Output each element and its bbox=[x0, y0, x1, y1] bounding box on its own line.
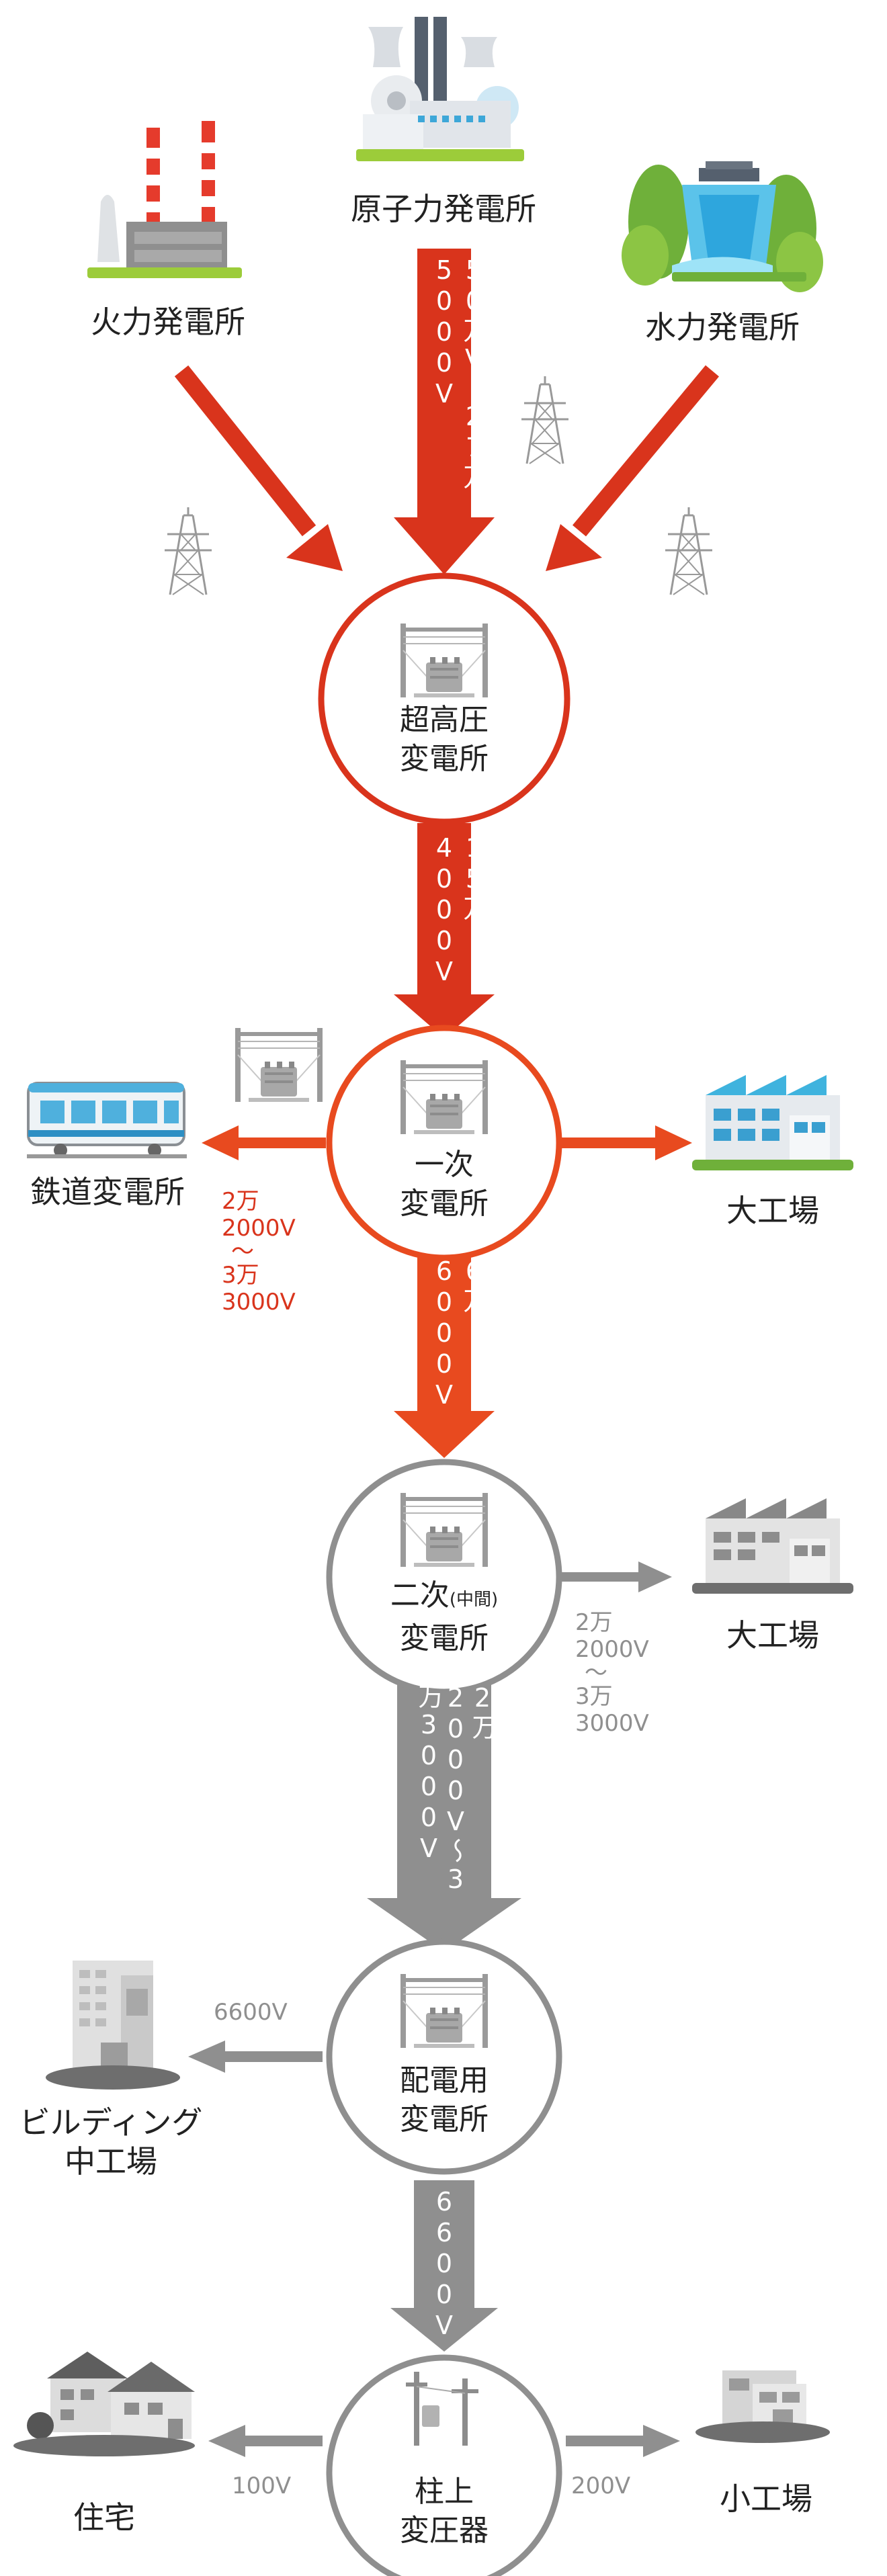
nuclear-plant-icon bbox=[356, 17, 524, 161]
hydro-plant-label: 水力発電所 bbox=[645, 309, 800, 345]
arrow-ultra-to-primary bbox=[394, 823, 495, 1038]
node-label-line1: 一次 bbox=[415, 1148, 474, 1182]
voltage-line: 2万 bbox=[222, 1188, 259, 1215]
secondary-substation-label: 二次(中間) 変電所 bbox=[349, 1576, 539, 1658]
primary-substation-label: 一次 変電所 bbox=[349, 1146, 539, 1223]
distribution-substation-label: 配電用 変電所 bbox=[349, 2061, 539, 2139]
large-factory-label-2: 大工場 bbox=[726, 1617, 819, 1654]
substation-icon bbox=[235, 1027, 323, 1103]
node-label-line2: 変圧器 bbox=[400, 2514, 489, 2548]
voltage-line: 〜 bbox=[231, 1238, 254, 1265]
arrow-hydro-to-ultra bbox=[546, 365, 719, 571]
voltage-label-main-4: 2万2000V〜3万3000V bbox=[414, 1683, 497, 1895]
voltage-line: 2000V bbox=[575, 1636, 649, 1663]
node-label-line2: 変電所 bbox=[400, 1621, 489, 1656]
transmission-tower-icon bbox=[520, 375, 570, 465]
transmission-tower-icon bbox=[163, 506, 213, 596]
large-factory-colored-icon bbox=[692, 1075, 853, 1170]
node-label-sub: (中間) bbox=[449, 1590, 499, 1610]
voltage-line: 3万 bbox=[222, 1262, 259, 1289]
small-factory-icon bbox=[695, 2370, 830, 2443]
voltage-line: 3万 bbox=[575, 1683, 613, 1710]
large-factory-gray-icon bbox=[692, 1498, 853, 1594]
factory-2-voltage-label: 2万 2000V 〜 3万 3000V bbox=[575, 1609, 649, 1737]
house-icon bbox=[13, 2352, 195, 2456]
arrow-nuclear-to-ultra bbox=[394, 249, 495, 574]
node-label-line2: 変電所 bbox=[400, 742, 489, 776]
secondary-substation-circle bbox=[326, 1459, 562, 1695]
node-label-main: 二次 bbox=[390, 1578, 450, 1613]
ultra-high-substation-label: 超高圧 変電所 bbox=[349, 701, 539, 779]
thermal-plant-label: 火力発電所 bbox=[91, 304, 245, 340]
primary-substation-circle bbox=[326, 1025, 562, 1261]
arrow-secondary-to-large-factory bbox=[559, 1561, 672, 1592]
house-label: 住宅 bbox=[73, 2499, 135, 2536]
thermal-plant-icon bbox=[87, 121, 242, 278]
voltage-label-main-1: 50万V〜27万5000V bbox=[429, 255, 489, 490]
pole-transformer-circle bbox=[326, 2354, 562, 2576]
building-label: ビルディング 中工場 bbox=[0, 2103, 222, 2181]
voltage-line: 〜 bbox=[585, 1660, 607, 1686]
node-label-line2: 変電所 bbox=[400, 1187, 489, 1221]
railway-substation-label: 鉄道変電所 bbox=[30, 1174, 185, 1210]
arrow-primary-to-secondary bbox=[394, 1246, 495, 1458]
distribution-substation-circle bbox=[326, 1938, 562, 2175]
node-label-line2: 変電所 bbox=[400, 2102, 489, 2137]
voltage-label-main-5: 6600V bbox=[429, 2187, 459, 2342]
nuclear-plant-label: 原子力発電所 bbox=[351, 191, 536, 227]
building-voltage-label: 6600V bbox=[214, 1999, 288, 2026]
small-factory-label: 小工場 bbox=[720, 2481, 812, 2517]
arrow-pole-to-house bbox=[208, 2425, 323, 2457]
house-voltage-label: 100V bbox=[232, 2473, 292, 2499]
arrow-thermal-to-ultra bbox=[174, 365, 343, 571]
train-icon bbox=[27, 1082, 187, 1158]
hydro-plant-icon bbox=[622, 161, 823, 292]
arrow-secondary-to-distribution bbox=[367, 1670, 521, 1952]
pole-transformer-label: 柱上 変圧器 bbox=[349, 2473, 539, 2550]
ultra-high-substation-circle bbox=[318, 572, 571, 825]
arrow-distribution-to-building bbox=[188, 2041, 323, 2073]
voltage-label-main-3: 6万6000V bbox=[429, 1256, 489, 1411]
node-label-line1: 超高圧 bbox=[400, 703, 489, 737]
voltage-line: 3000V bbox=[222, 1289, 296, 1316]
building-label-line2: 中工場 bbox=[65, 2143, 157, 2180]
arrow-primary-to-railway bbox=[202, 1125, 326, 1160]
large-factory-label-1: 大工場 bbox=[726, 1193, 819, 1229]
utility-pole-icon bbox=[406, 2372, 478, 2446]
railway-voltage-label: 2万 2000V 〜 3万 3000V bbox=[222, 1188, 296, 1316]
building-label-line1: ビルディング bbox=[19, 2104, 203, 2141]
voltage-line: 2000V bbox=[222, 1215, 296, 1242]
building-icon bbox=[46, 1961, 180, 2090]
small-factory-voltage-label: 200V bbox=[571, 2473, 631, 2499]
voltage-line: 3000V bbox=[575, 1710, 649, 1737]
node-label-line1: 柱上 bbox=[415, 2475, 474, 2509]
node-label-line1: 二次(中間) bbox=[349, 1576, 539, 1619]
voltage-line: 2万 bbox=[575, 1609, 613, 1636]
voltage-label-main-2: 15万4000V bbox=[429, 833, 489, 988]
arrow-distribution-to-pole bbox=[390, 2180, 498, 2352]
node-label-line1: 配電用 bbox=[400, 2063, 489, 2098]
arrow-primary-to-large-factory bbox=[561, 1125, 692, 1160]
arrow-pole-to-small-factory bbox=[566, 2425, 680, 2457]
transmission-tower-icon bbox=[664, 506, 714, 596]
